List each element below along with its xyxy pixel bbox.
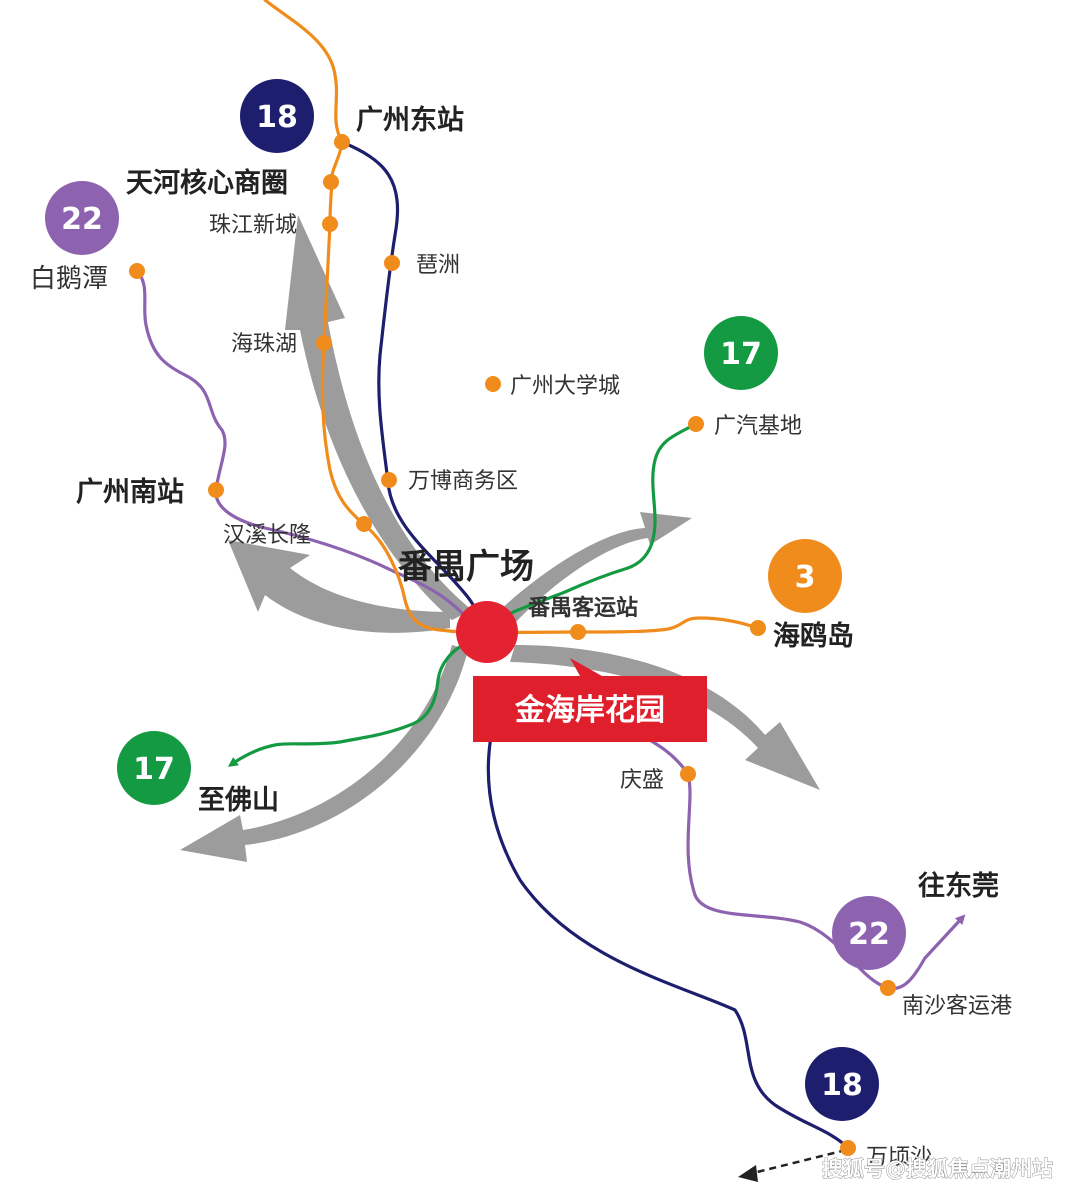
callout-pointer xyxy=(570,658,602,676)
dot-nansha-port[interactable] xyxy=(880,980,896,996)
dot-pazhou[interactable] xyxy=(384,255,400,271)
bottom-dashed-route xyxy=(738,1148,847,1182)
arrow-southeast xyxy=(510,645,820,790)
dot-hanxi-changlong[interactable] xyxy=(356,516,372,532)
dot-panyu-bus-station[interactable] xyxy=(570,624,586,640)
callout-box xyxy=(473,676,707,742)
label-panyu-bus-station: 番禺客运站 xyxy=(527,595,638,621)
label-haiou-island: 海鸥岛 xyxy=(773,620,854,652)
dot-wanbo-cbd[interactable] xyxy=(381,472,397,488)
badge-line-18-top[interactable]: 18 xyxy=(240,79,314,153)
badge-label: 22 xyxy=(848,917,890,952)
dot-wanqingsha[interactable] xyxy=(840,1140,856,1156)
label-guangzhou-east: 广州东站 xyxy=(356,104,464,136)
dot-zhujiang-newtown[interactable] xyxy=(322,216,338,232)
label-wanqingsha: 万顷沙 xyxy=(866,1145,932,1170)
dot-guangzhou-south[interactable] xyxy=(208,482,224,498)
label-nansha-port: 南沙客运港 xyxy=(902,994,1012,1019)
dot-tianhe-cbd[interactable] xyxy=(323,174,339,190)
line-17-east xyxy=(498,422,698,620)
label-to-dongguan: 往东莞 xyxy=(918,870,999,902)
badge-label: 17 xyxy=(720,337,762,372)
label-qingsheng: 庆盛 xyxy=(620,768,664,793)
label-pazhou: 琶洲 xyxy=(416,253,460,278)
dot-guangqi-base[interactable] xyxy=(688,416,704,432)
dashed-line xyxy=(744,1148,847,1177)
line-22-north xyxy=(135,269,472,624)
label-zhujiang-newtown: 珠江新城 xyxy=(209,213,297,238)
badge-line-17-left[interactable]: 17 xyxy=(117,731,191,805)
label-to-foshan: 至佛山 xyxy=(198,785,279,816)
arrow-west xyxy=(228,540,450,633)
badge-line-17-right[interactable]: 17 xyxy=(704,316,778,390)
callout-label: 金海岸花园 xyxy=(514,693,665,728)
label-guangqi-base: 广汽基地 xyxy=(714,414,802,439)
label-university-town: 广州大学城 xyxy=(510,374,620,399)
hub-panyu-square[interactable] xyxy=(456,601,518,663)
badge-label: 18 xyxy=(821,1068,863,1103)
dashed-arrowhead xyxy=(738,1165,758,1182)
arrow-southwest xyxy=(180,645,468,862)
dot-baietan[interactable] xyxy=(129,263,145,279)
dot-guangzhou-east[interactable] xyxy=(334,134,350,150)
dot-university-town[interactable] xyxy=(485,376,501,392)
arrow-north xyxy=(285,215,472,620)
badge-label: 18 xyxy=(256,100,298,135)
badge-line-18-bottom[interactable]: 18 xyxy=(805,1047,879,1121)
line-badges: 18 22 17 3 17 22 18 xyxy=(45,79,906,1121)
label-hanxi-changlong: 汉溪长隆 xyxy=(223,523,311,548)
label-panyu-square: 番禺广场 xyxy=(398,547,534,587)
badge-label: 22 xyxy=(61,202,103,237)
badge-label: 17 xyxy=(133,752,175,787)
line-18-north xyxy=(340,140,486,634)
station-dots xyxy=(129,134,896,1156)
project-callout[interactable]: 金海岸花园 xyxy=(473,658,707,742)
label-guangzhou-south: 广州南站 xyxy=(76,477,184,508)
badge-line-22-top[interactable]: 22 xyxy=(45,181,119,255)
label-tianhe-cbd: 天河核心商圈 xyxy=(126,167,288,199)
badge-line-3[interactable]: 3 xyxy=(768,539,842,613)
line-3 xyxy=(483,616,760,635)
label-haizhu-lake: 海珠湖 xyxy=(231,332,297,357)
line-18-south xyxy=(486,698,850,1150)
dot-haizhu-lake[interactable] xyxy=(316,335,332,351)
badge-label: 3 xyxy=(795,560,816,595)
station-labels: 广州东站 天河核心商圈 珠江新城 琶洲 白鹅潭 海珠湖 广州大学城 广汽基地 万… xyxy=(30,104,1012,1170)
line-17-west xyxy=(227,638,474,767)
label-baietan: 白鹅潭 xyxy=(30,264,108,294)
dot-haiou-island[interactable] xyxy=(750,620,766,636)
dot-qingsheng[interactable] xyxy=(680,766,696,782)
badge-line-22-bottom[interactable]: 22 xyxy=(832,896,906,970)
watermark: 搜狐号@搜狐焦点潮州站 xyxy=(822,1157,1053,1181)
label-wanbo-cbd: 万博商务区 xyxy=(408,469,518,494)
